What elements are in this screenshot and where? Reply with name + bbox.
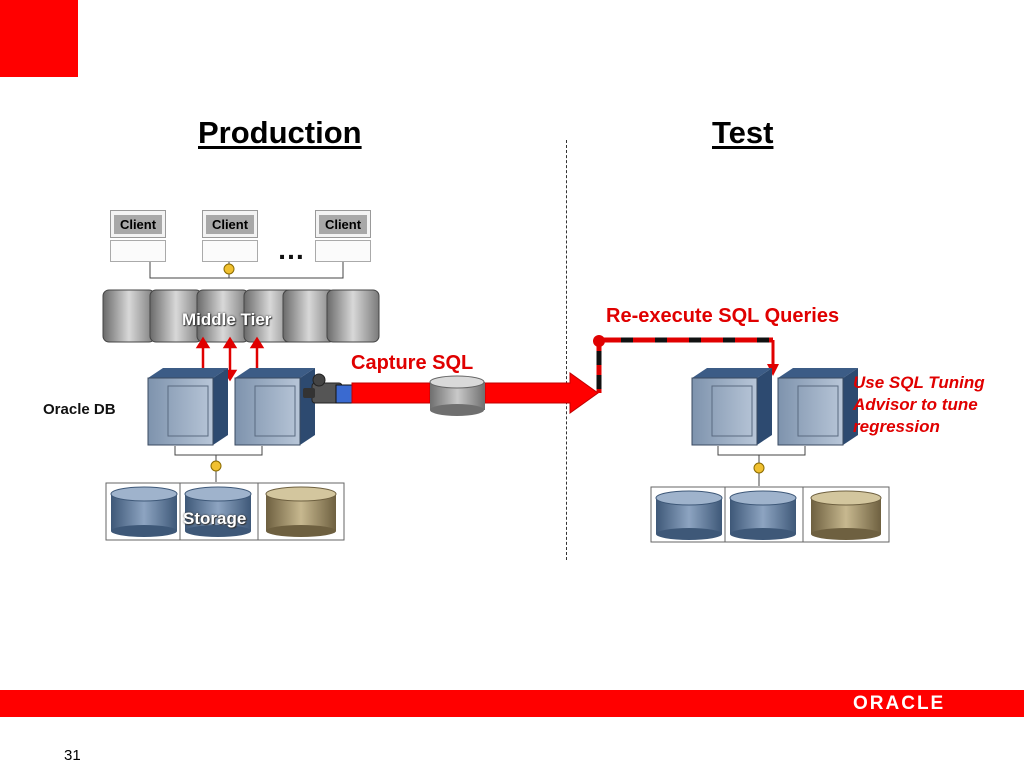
connector-node [210, 460, 222, 472]
production-heading: Production [198, 115, 362, 150]
note-line: Use SQL Tuning [853, 373, 985, 392]
brand-corner-block [0, 0, 78, 77]
re-execute-label: Re-execute SQL Queries [606, 305, 840, 327]
section-divider [566, 140, 567, 560]
client-computer: Client [110, 210, 166, 262]
note-line: regression [853, 417, 940, 436]
client-label: Client [206, 215, 254, 234]
client-label: Client [114, 215, 162, 234]
capture-arrow [351, 372, 599, 414]
production-storage [105, 482, 345, 541]
oracle-db-label: Oracle DB [43, 401, 116, 418]
tuning-advisor-note: Use SQL Tuning Advisor to tune regressio… [853, 372, 985, 438]
re-execute-path [593, 335, 779, 393]
middle-tier-label: Middle Tier [182, 310, 272, 329]
middle-tier-servers [102, 289, 380, 343]
storage-label: Storage [183, 509, 247, 528]
test-heading: Test [712, 115, 774, 150]
connector-node [223, 263, 235, 275]
capture-sql-label: Capture SQL [351, 352, 474, 374]
test-db-towers [691, 368, 858, 446]
client-computer: Client [315, 210, 371, 262]
client-connector [149, 260, 344, 279]
video-camera-icon [303, 373, 355, 404]
client-computer: Client [202, 210, 258, 262]
footer-bar [0, 690, 1024, 717]
page-number: 31 [64, 747, 81, 764]
connector-node [753, 462, 765, 474]
note-line: Advisor to tune [853, 395, 978, 414]
captured-workload-cylinder [429, 375, 485, 416]
oracle-logo: ORACLE [853, 693, 946, 714]
client-label: Client [319, 215, 367, 234]
test-storage [650, 486, 890, 543]
production-db-towers [147, 368, 315, 446]
more-clients-ellipsis: … [277, 234, 305, 265]
